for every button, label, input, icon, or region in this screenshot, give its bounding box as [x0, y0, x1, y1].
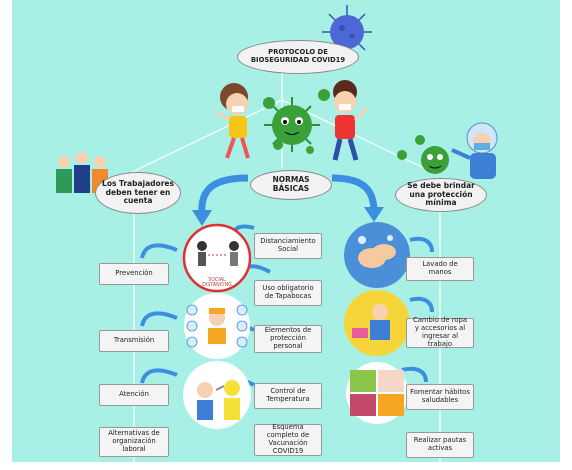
right-item-cambio-ropa: Cambio de ropa y accesorios al ingresar …: [406, 316, 474, 348]
small-arrow: [409, 236, 434, 253]
small-arrow: [140, 311, 178, 327]
middle-item-vacunacion: Esquema completo de Vacunación COVID19: [254, 423, 322, 456]
health-worker-icon: [451, 122, 498, 179]
right-item-pausas: Realizar pautas activas: [406, 432, 474, 458]
small-arrow: [401, 366, 428, 383]
arrow-left: [198, 174, 249, 216]
middle-item-epp: Elementos de protección personal: [254, 325, 322, 353]
small-arrow: [140, 243, 178, 259]
small-arrow: [140, 368, 178, 384]
right-item-lavado: Lavado de manos: [406, 257, 474, 281]
safety-equipment-image: [184, 293, 250, 359]
middle-item-temperatura: Control de Temperatura: [254, 383, 322, 409]
mind-map: PROTOCOLO DE BIOSEGURIDAD COVID19 NORMAS…: [12, 0, 560, 462]
center-node: NORMAS BÁSICAS: [250, 170, 332, 200]
girl-figure-icon: [216, 83, 250, 159]
right-header-node: Se debe brindar una protección mínima: [395, 178, 487, 212]
middle-item-distanciamiento: Distanciamiento Social: [254, 233, 322, 259]
virus-face-right-icon: [421, 146, 449, 174]
left-item-transmision: Transmisión: [99, 330, 169, 352]
middle-item-tapabocas: Uso obligatorio de Tapabocas: [254, 280, 322, 306]
right-item-habitos: Fomentar hábitos saludables: [406, 384, 474, 410]
left-item-alternativas: Alternativas de organización laboral: [99, 427, 169, 457]
temperature-check-image: [183, 361, 251, 429]
changing-clothes-image: [344, 290, 410, 356]
social-distancing-image: [182, 223, 252, 293]
title-node: PROTOCOLO DE BIOSEGURIDAD COVID19: [237, 40, 359, 74]
boy-figure-icon: [332, 80, 369, 161]
arrow-right: [331, 174, 378, 213]
connectors-layer: [56, 5, 498, 462]
left-header-node: Los Trabajadores deben tener en cuenta: [95, 172, 181, 214]
image-caption: SOCIAL DISTANCING: [202, 278, 232, 288]
connector-line: [131, 99, 283, 173]
arrow-right-head: [364, 207, 384, 222]
left-item-prevencion: Prevención: [99, 263, 169, 285]
healthy-food-image: [346, 362, 408, 424]
small-arrow: [409, 296, 434, 313]
small-virus-icons: [263, 89, 425, 160]
arrow-left-head: [192, 210, 212, 226]
hand-washing-image: [344, 222, 410, 288]
left-item-atencion: Atención: [99, 384, 169, 406]
